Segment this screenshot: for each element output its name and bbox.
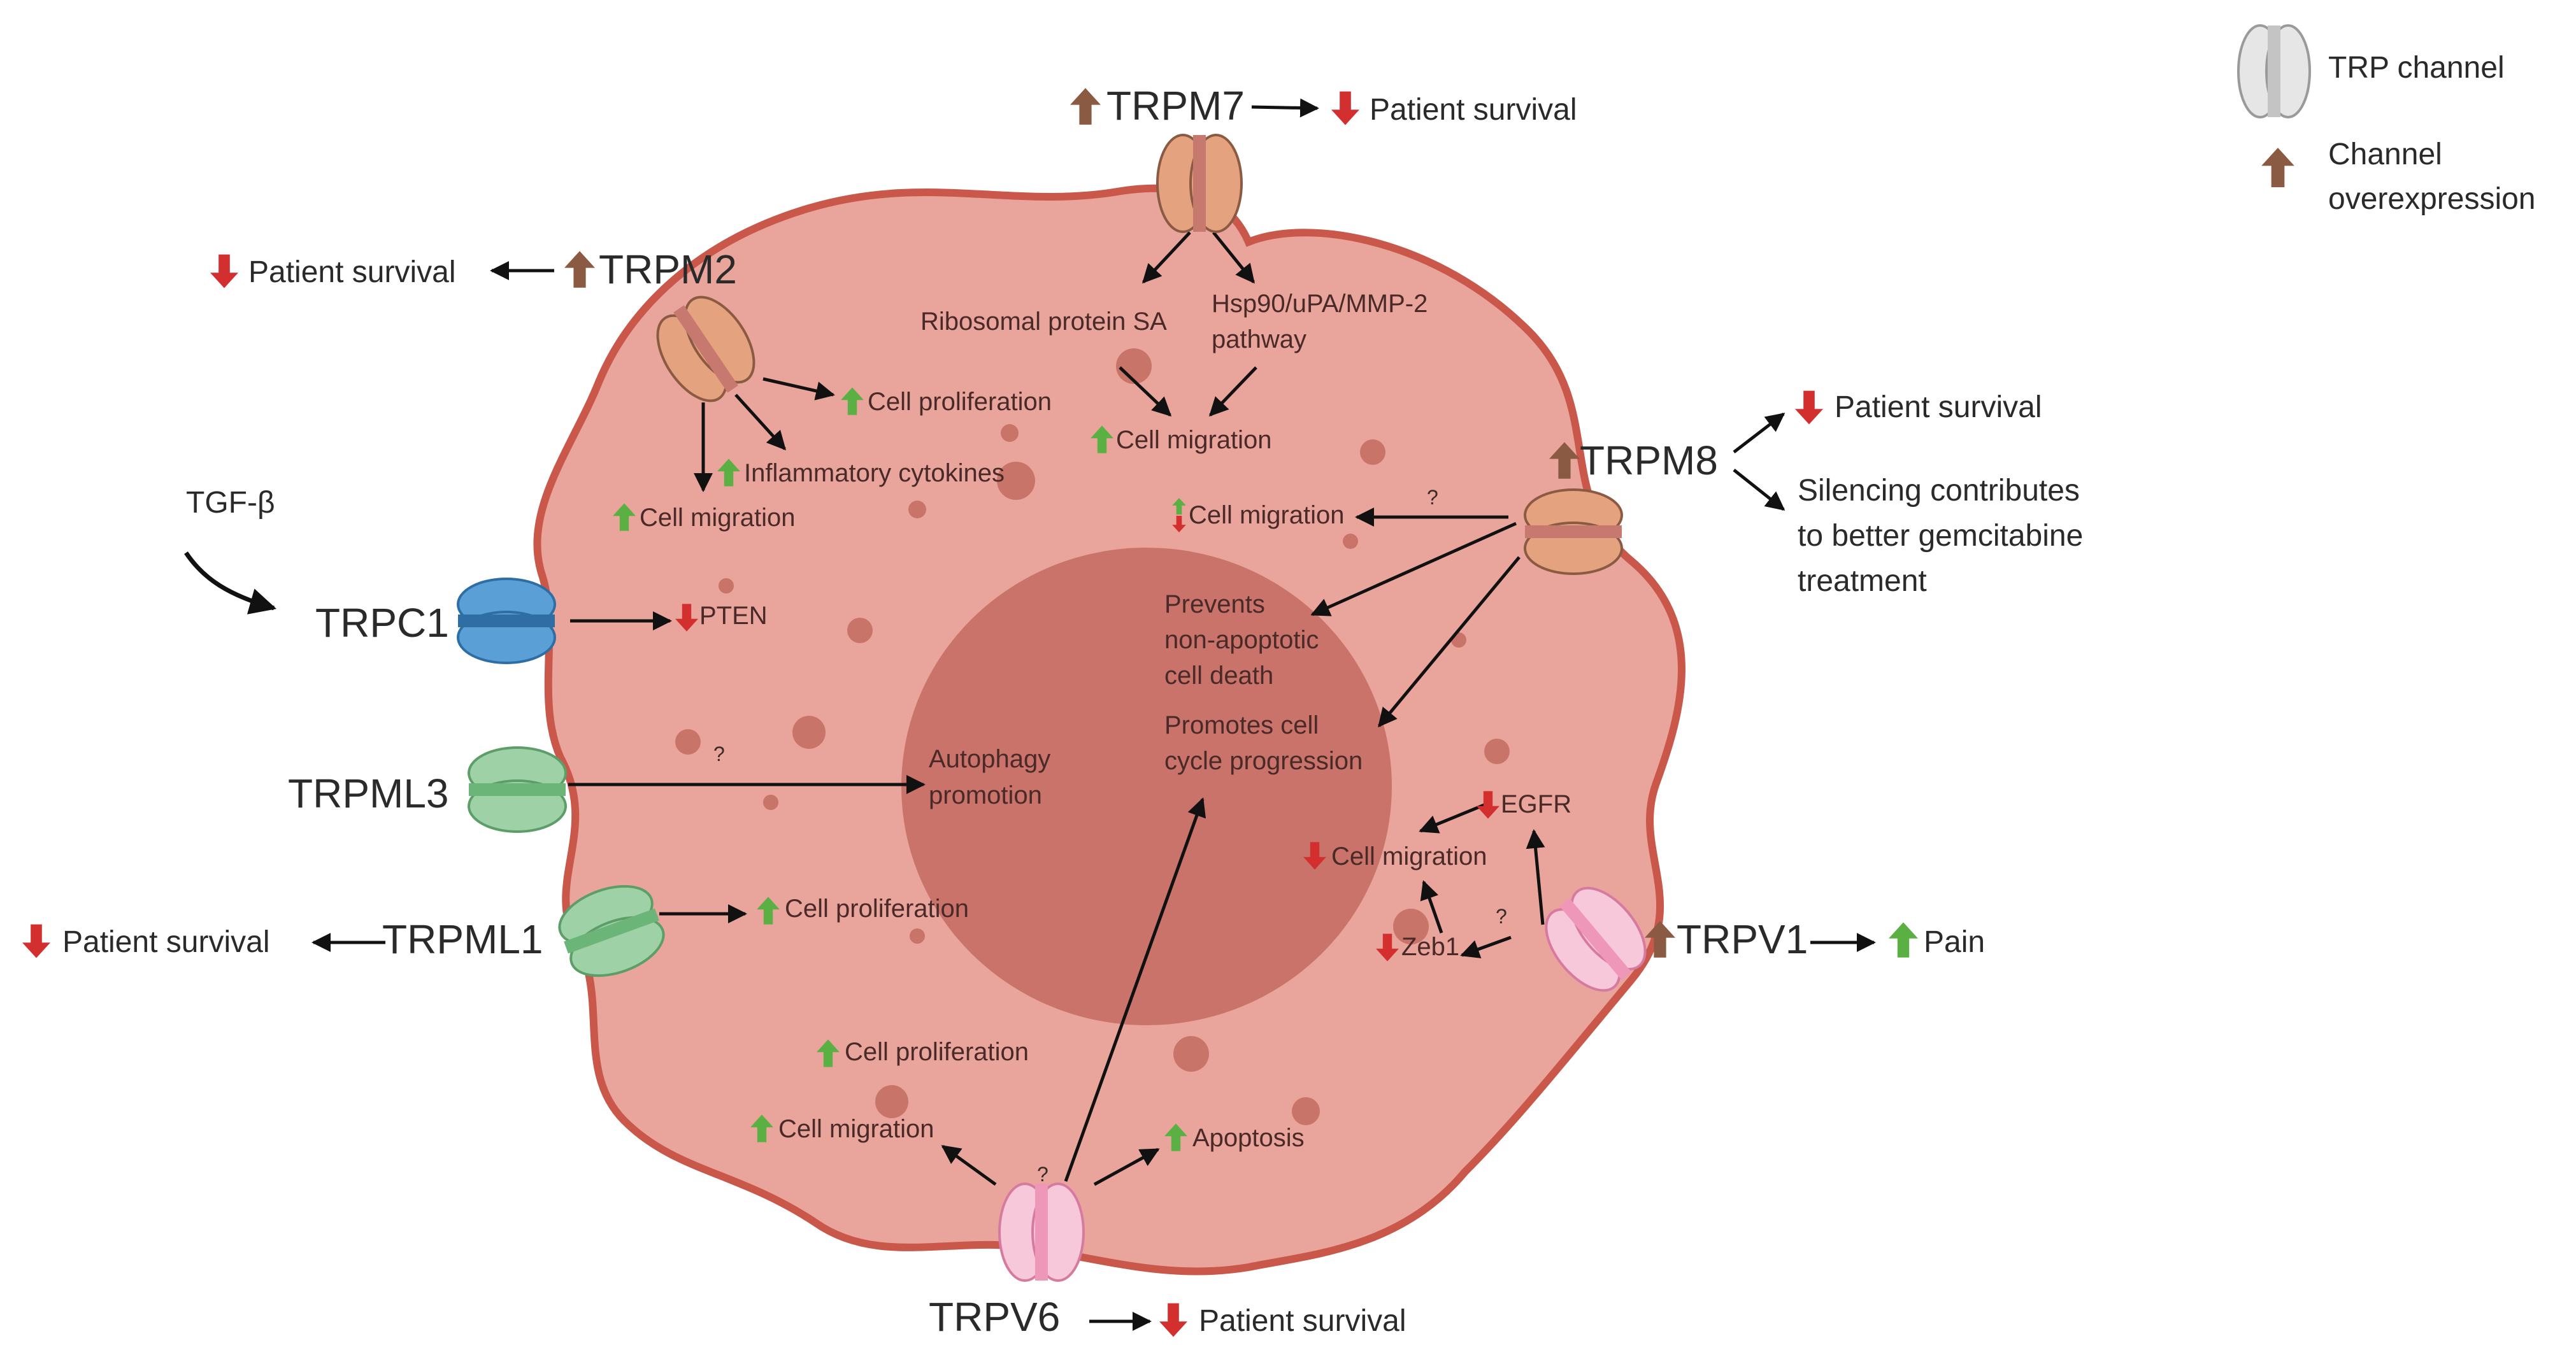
trpm8-survival-down-icon bbox=[1795, 390, 1823, 425]
trpm2-up-icon bbox=[564, 251, 595, 288]
promotes-line-1: Promotes cell bbox=[1164, 711, 1319, 739]
trpv1-channel[interactable] bbox=[1533, 875, 1659, 1003]
prevents-line-2: non-apoptotic bbox=[1164, 626, 1319, 654]
trpml1-channel[interactable] bbox=[552, 875, 671, 987]
hsp90-line-1: Hsp90/uPA/MMP-2 bbox=[1212, 290, 1428, 318]
zeb1-label: Zeb1 bbox=[1401, 933, 1459, 961]
trpv6-cell-migration: Cell migration bbox=[778, 1115, 934, 1143]
trpml1-patient-survival: Patient survival bbox=[62, 925, 269, 959]
trpv1-question: ? bbox=[1496, 905, 1507, 928]
trpv6-patient-survival: Patient survival bbox=[1199, 1304, 1406, 1338]
trpm2-survival-down-icon bbox=[210, 254, 238, 288]
trpm7-label: TRPM7 bbox=[1106, 83, 1245, 129]
trpml3-question: ? bbox=[713, 742, 725, 765]
legend-up-arrow-icon bbox=[2261, 148, 2294, 187]
trpm8-cell-migration: Cell migration bbox=[1189, 501, 1345, 529]
trpv6-question: ? bbox=[1037, 1163, 1048, 1186]
legend-overexpression-2: overexpression bbox=[2328, 182, 2536, 216]
trpm8-channel[interactable] bbox=[1524, 488, 1623, 575]
promotes-line-2: cycle progression bbox=[1164, 747, 1363, 775]
legend-trp-channel: TRP channel bbox=[2328, 51, 2505, 85]
hsp90-line-2: pathway bbox=[1212, 325, 1306, 353]
trpc1-channel[interactable] bbox=[457, 578, 556, 664]
trpm8-question: ? bbox=[1427, 486, 1438, 509]
trpm2-channel[interactable] bbox=[644, 285, 768, 413]
silencing-line-3: treatment bbox=[1798, 564, 1927, 598]
legend: TRP channel Channel overexpression bbox=[2237, 24, 2536, 216]
pain-label: Pain bbox=[1924, 925, 1985, 959]
trpv6-cell-proliferation: Cell proliferation bbox=[845, 1038, 1029, 1066]
ribosomal-protein-label: Ribosomal protein SA bbox=[920, 308, 1167, 336]
autophagy-line-1: Autophagy bbox=[929, 745, 1050, 773]
prevents-line-3: cell death bbox=[1164, 662, 1273, 690]
trpv6-label: TRPV6 bbox=[929, 1294, 1060, 1340]
trpc1-label: TRPC1 bbox=[315, 600, 449, 646]
trpv1-label: TRPV1 bbox=[1677, 916, 1808, 962]
trpml3-channel[interactable] bbox=[468, 746, 567, 833]
trpm7-channel[interactable] bbox=[1156, 134, 1243, 233]
trpm7-up-icon bbox=[1070, 88, 1101, 125]
autophagy-line-2: promotion bbox=[929, 781, 1042, 809]
trpm7-cell-migration: Cell migration bbox=[1116, 426, 1272, 454]
trpm8-label: TRPM8 bbox=[1580, 437, 1718, 483]
trpm7-patient-survival: Patient survival bbox=[1370, 93, 1577, 127]
trpml1-survival-down-icon bbox=[22, 924, 50, 958]
pain-up-icon bbox=[1889, 922, 1918, 958]
arrows bbox=[311, 98, 1876, 1331]
tgfb-label: TGF-β bbox=[186, 486, 275, 520]
pten-label: PTEN bbox=[699, 602, 768, 630]
trpml1-label: TRPML1 bbox=[382, 916, 543, 962]
trpm2-patient-survival: Patient survival bbox=[248, 255, 455, 289]
silencing-line-1: Silencing contributes bbox=[1798, 474, 2080, 508]
tgfb-arrow bbox=[184, 551, 277, 615]
prevents-line-1: Prevents bbox=[1164, 590, 1265, 618]
egfr-label: EGFR bbox=[1501, 790, 1571, 818]
trpm2-cell-migration: Cell migration bbox=[640, 504, 796, 532]
trpm8-patient-survival: Patient survival bbox=[1835, 390, 2042, 424]
trpm2-label: TRPM2 bbox=[599, 246, 737, 292]
trpm2-cell-proliferation: Cell proliferation bbox=[868, 388, 1052, 416]
legend-channel-icon bbox=[2237, 24, 2311, 118]
apoptosis-label: Apoptosis bbox=[1192, 1124, 1305, 1152]
trpml3-label: TRPML3 bbox=[288, 771, 449, 816]
silencing-line-2: to better gemcitabine bbox=[1798, 519, 2083, 553]
inflammatory-cytokines: Inflammatory cytokines bbox=[744, 459, 1005, 487]
nucleus bbox=[901, 548, 1392, 1025]
trpv6-channel[interactable] bbox=[998, 1183, 1085, 1282]
trpml1-cell-proliferation: Cell proliferation bbox=[785, 895, 969, 923]
trpv6-survival-down-icon bbox=[1159, 1303, 1187, 1337]
trpm7-survival-down-icon bbox=[1331, 91, 1359, 125]
legend-overexpression-1: Channel bbox=[2328, 138, 2442, 171]
trpv1-cell-migration: Cell migration bbox=[1331, 842, 1487, 870]
vesicles bbox=[675, 348, 1510, 1125]
